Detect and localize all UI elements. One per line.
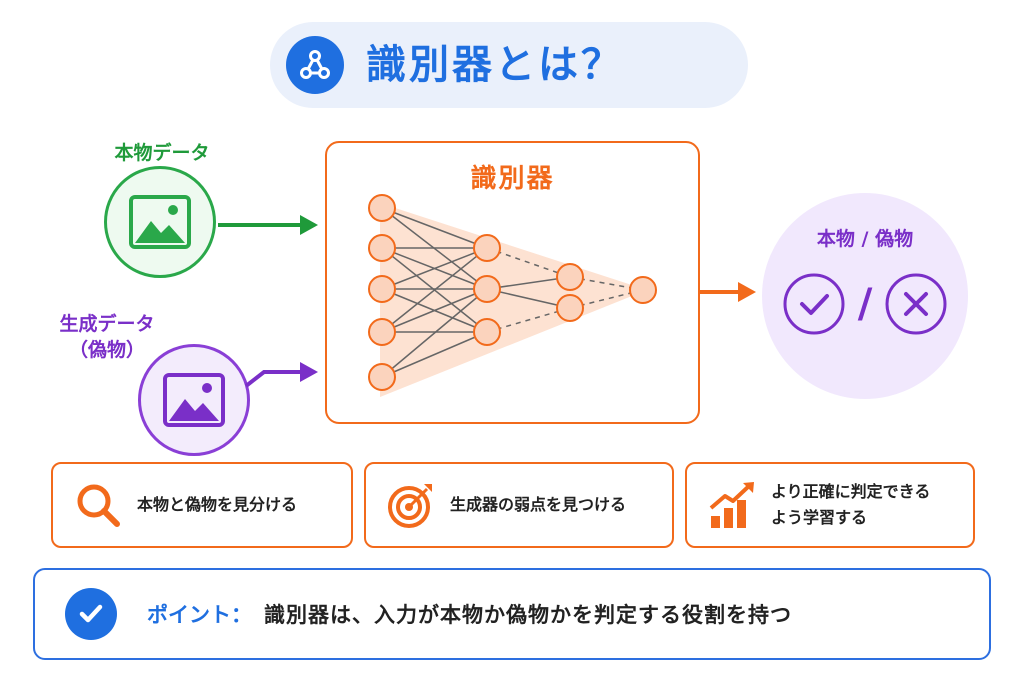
point-label: ポイント： (147, 603, 252, 627)
feature-text-line2: よう学習する (771, 508, 868, 527)
input-node (368, 194, 396, 222)
network-nodes (368, 194, 657, 391)
image-icon (163, 373, 225, 427)
discriminator-title: 識別器 (470, 164, 555, 194)
hidden-node (473, 275, 501, 303)
output-node (629, 276, 657, 304)
output-circle (762, 193, 968, 399)
feature-card-weakness: 生成器の弱点を見つける (364, 462, 674, 548)
discriminator-to-output-arrow (700, 282, 756, 302)
real-data-image (104, 166, 216, 278)
generated-data-label-line1: 生成データ (59, 313, 155, 335)
output-symbols: / (783, 273, 947, 335)
generated-data-label-line2: （偽物） (68, 339, 145, 361)
generated-data-image (138, 344, 250, 456)
real-data-label: 本物データ (114, 142, 210, 164)
hidden-node (473, 318, 501, 346)
input-node (368, 234, 396, 262)
search-icon (67, 474, 129, 536)
feature-text: 本物と偽物を見分ける (137, 495, 298, 514)
hidden-node (473, 234, 501, 262)
feature-text: 生成器の弱点を見つける (450, 495, 627, 514)
hidden-node (556, 263, 584, 291)
network-edges (381, 207, 571, 378)
generated-to-discriminator-arrow (244, 362, 318, 388)
point-text: 識別器は、入力が本物か偽物かを判定する役割を持つ (264, 603, 792, 627)
feature-text: より正確に判定できる よう学習する (771, 479, 930, 531)
target-icon (380, 474, 442, 536)
network-icon (286, 36, 344, 94)
real-to-discriminator-arrow (218, 215, 318, 235)
input-node (368, 363, 396, 391)
check-icon (783, 273, 845, 335)
image-icon (129, 195, 191, 249)
hidden-node (556, 294, 584, 322)
growth-chart-icon (701, 474, 763, 536)
output-title: 本物 / 偽物 (816, 228, 914, 250)
neural-network-diagram (368, 194, 657, 397)
feature-card-distinguish: 本物と偽物を見分ける (51, 462, 353, 548)
cross-icon (885, 273, 947, 335)
page-title: 識別器とは？ (366, 42, 624, 88)
feature-card-learning: より正確に判定できる よう学習する (685, 462, 975, 548)
network-funnel-shape (380, 203, 647, 397)
input-node (368, 318, 396, 346)
feature-text-line1: より正確に判定できる (771, 482, 931, 501)
input-node (368, 275, 396, 303)
check-icon (65, 588, 117, 640)
point-box: ポイント： 識別器は、入力が本物か偽物かを判定する役割を持つ (33, 568, 991, 660)
output-separator: / (858, 281, 873, 327)
title-banner (270, 22, 748, 108)
generated-data-label: 生成データ （偽物） (22, 311, 192, 363)
